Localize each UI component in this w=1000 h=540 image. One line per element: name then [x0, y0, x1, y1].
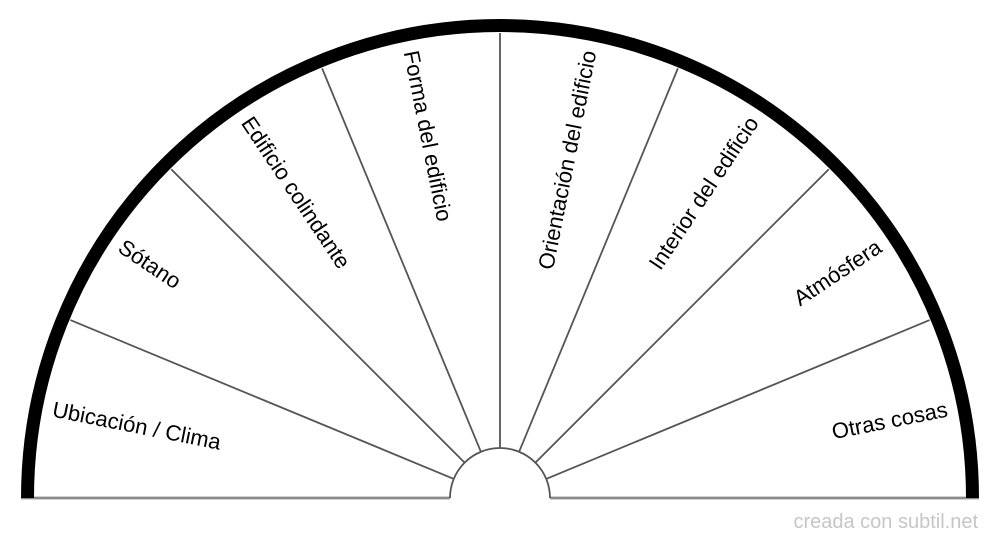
divider-line: [321, 68, 482, 453]
divider-line: [534, 168, 830, 464]
divider-line: [70, 319, 455, 480]
sector-label-forma-del-edificio: Forma del edificio: [399, 48, 457, 223]
sector-label-orientacion-del-edificio: Orientación del edificio: [533, 48, 601, 271]
sector-label-ubicacion-clima: Ubicación / Clima: [50, 397, 224, 455]
center-notch: [449, 447, 551, 499]
sector-dividers: [70, 33, 930, 480]
watermark-text: creada con subtil.net: [793, 511, 978, 533]
sector-label-sotano: Sótano: [114, 234, 186, 294]
divider-line: [518, 68, 679, 453]
divider-line: [545, 319, 930, 480]
sector-label-edificio-colindante: Edificio colindante: [236, 112, 355, 273]
sector-label-otras-cosas: Otras cosas: [830, 397, 950, 444]
sector-label-interior-del-edificio: Interior del edificio: [644, 112, 764, 274]
sector-label-atmosfera: Atmósfera: [789, 234, 887, 311]
divider-line: [170, 168, 466, 464]
outer-arc: [21, 19, 979, 499]
